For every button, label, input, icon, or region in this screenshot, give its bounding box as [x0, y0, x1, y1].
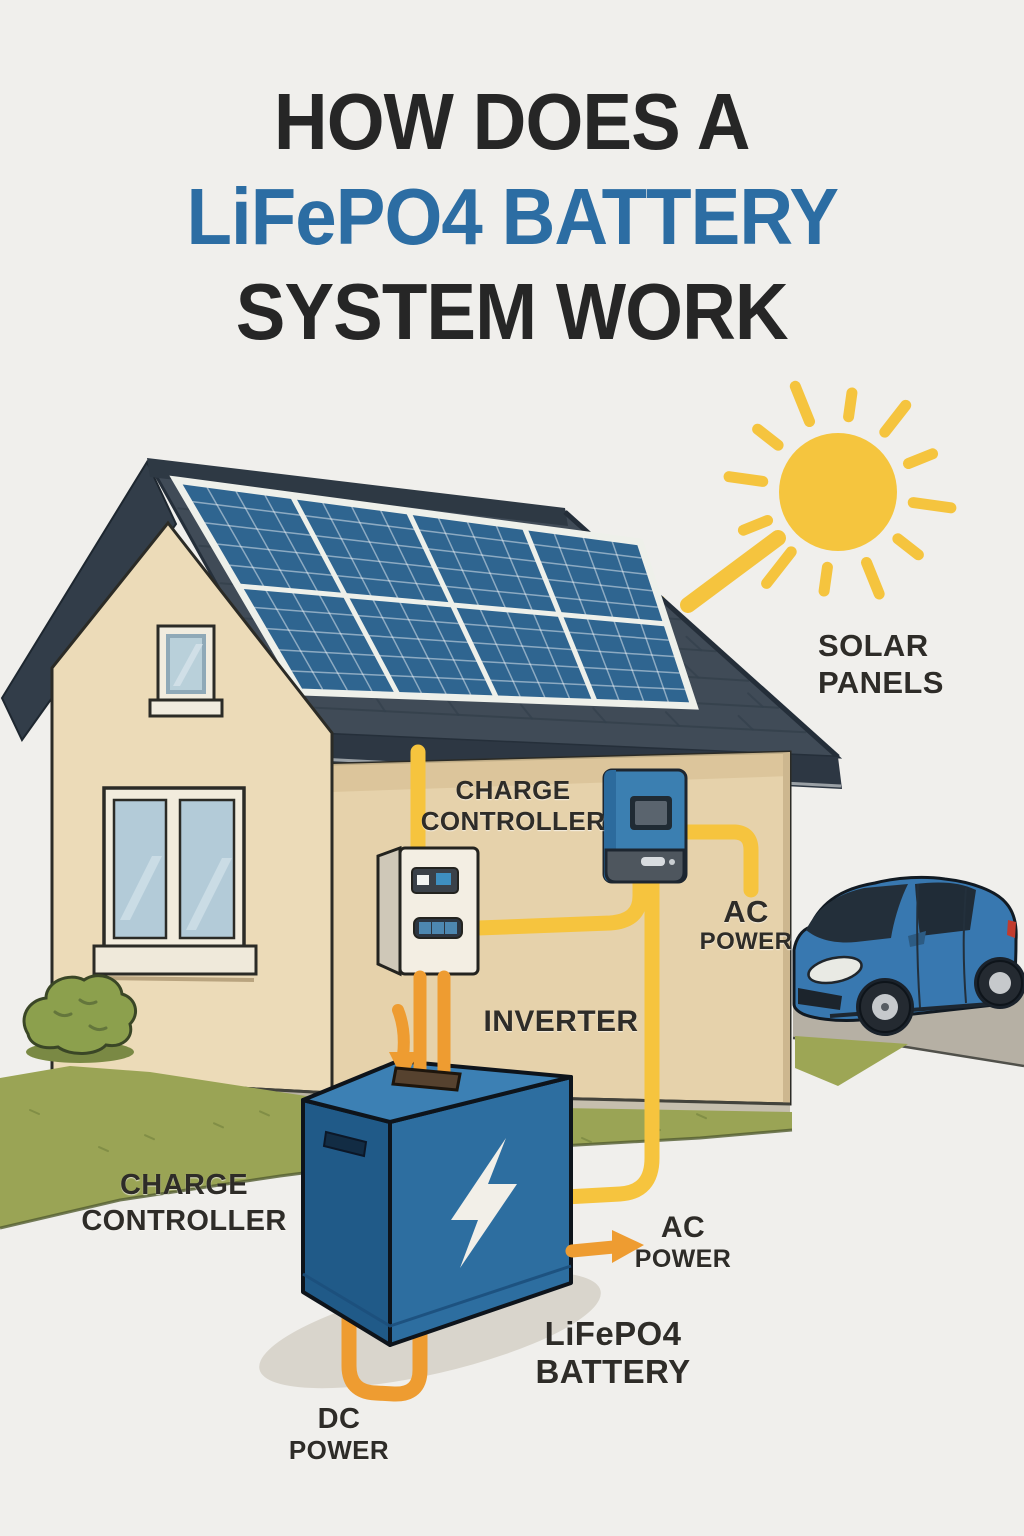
- ac-power-wall-line1: AC: [723, 894, 769, 929]
- wire-charge-controller-to-inverter: [470, 872, 648, 936]
- car-door-seam: [916, 883, 921, 1009]
- ac-power-wall-label: AC POWER: [696, 894, 796, 955]
- down-arrow-icon: [392, 1004, 410, 1062]
- battery-handle-slot: [322, 1130, 368, 1158]
- charge-controller-box: [376, 845, 480, 977]
- title-line-1: HOW DOES A: [274, 77, 751, 166]
- car-side-window: [915, 882, 976, 936]
- inverter-label: INVERTER: [461, 1005, 661, 1039]
- down-arrow-head: [389, 1052, 418, 1082]
- charge-controller-ground-line2: CONTROLLER: [81, 1205, 287, 1237]
- inverter-screen-inner: [635, 801, 667, 825]
- wire-inverter-to-battery: [557, 872, 660, 1205]
- solar-panels-label: SOLAR PANELS: [818, 627, 944, 701]
- controller-button: [419, 922, 431, 934]
- car-grille: [798, 988, 842, 1010]
- controller-screen: [436, 873, 451, 885]
- title-line-2: LiFePO4 BATTERY: [186, 172, 839, 261]
- car-taillight: [1007, 920, 1016, 938]
- charge-controller-ground-line1: CHARGE: [119, 1169, 249, 1201]
- car-hub: [881, 1003, 889, 1011]
- right-arrow-icon: [565, 1240, 621, 1258]
- inverter-label-line1: INVERTER: [483, 1005, 639, 1038]
- charge-controller-wall-label: CHARGE CONTROLLER: [413, 775, 613, 837]
- solar-panel-array: [169, 475, 699, 710]
- dc-power-label: DC POWER: [279, 1403, 399, 1464]
- lifepo4-battery-line2: BATTERY: [535, 1353, 691, 1390]
- roof-left-overhang: [0, 459, 178, 742]
- wire-inverter-to-ac-power: [680, 824, 759, 898]
- orange-wires: [389, 970, 644, 1263]
- yellow-wires: [410, 744, 759, 1205]
- controller-button: [445, 922, 457, 934]
- inverter-box: [602, 768, 688, 884]
- car-windshield: [806, 884, 908, 943]
- lifepo4-battery-line1: LiFePO4: [544, 1315, 682, 1352]
- charge-controller-ground-label: CHARGE CONTROLLER: [64, 1167, 304, 1239]
- ac-power-battery-line1: AC: [660, 1211, 706, 1244]
- right-arrow-head: [612, 1230, 644, 1263]
- battery-top-face: [301, 1059, 573, 1124]
- window-large: [92, 786, 258, 982]
- eave-shadow: [332, 752, 790, 792]
- poster-title: HOW DOES A LiFePO4 BATTERY SYSTEM WORK: [0, 74, 1024, 359]
- inverter-knob: [669, 859, 675, 865]
- lifepo4-battery-label: LiFePO4 BATTERY: [513, 1315, 713, 1391]
- car: [792, 875, 1024, 1036]
- window-small: [148, 624, 224, 718]
- lightning-bolt-icon: [451, 1138, 517, 1268]
- inverter-handle: [641, 857, 665, 866]
- ac-power-battery-line2: POWER: [634, 1245, 732, 1273]
- controller-button: [432, 922, 444, 934]
- wall-corner-shade: [783, 752, 790, 1104]
- ac-power-battery-label: AC POWER: [633, 1211, 733, 1273]
- battery-terminal: [391, 1066, 462, 1092]
- title-line-3: SYSTEM WORK: [236, 267, 789, 356]
- roof-ridge: [147, 458, 568, 526]
- solar-panels-label-line1: SOLAR: [818, 628, 929, 663]
- wire-dc-loop: [341, 1304, 428, 1402]
- charge-controller-wall-line2: CONTROLLER: [420, 806, 606, 836]
- bush: [22, 974, 138, 1063]
- ac-power-wall-line2: POWER: [699, 928, 793, 955]
- charge-controller-wall-line1: CHARGE: [455, 775, 571, 805]
- battery-crease: [302, 1264, 572, 1328]
- solar-panels-label-line2: PANELS: [818, 665, 944, 700]
- controller-led: [417, 875, 429, 885]
- sun-icon: [723, 380, 957, 600]
- car-door-seam: [962, 887, 967, 1004]
- lifepo4-battery-box: [301, 1059, 573, 1347]
- car-headlight: [807, 955, 863, 985]
- dc-power-line2: POWER: [288, 1435, 390, 1465]
- car-rear-rim: [989, 972, 1011, 994]
- dc-power-line1: DC: [317, 1403, 361, 1435]
